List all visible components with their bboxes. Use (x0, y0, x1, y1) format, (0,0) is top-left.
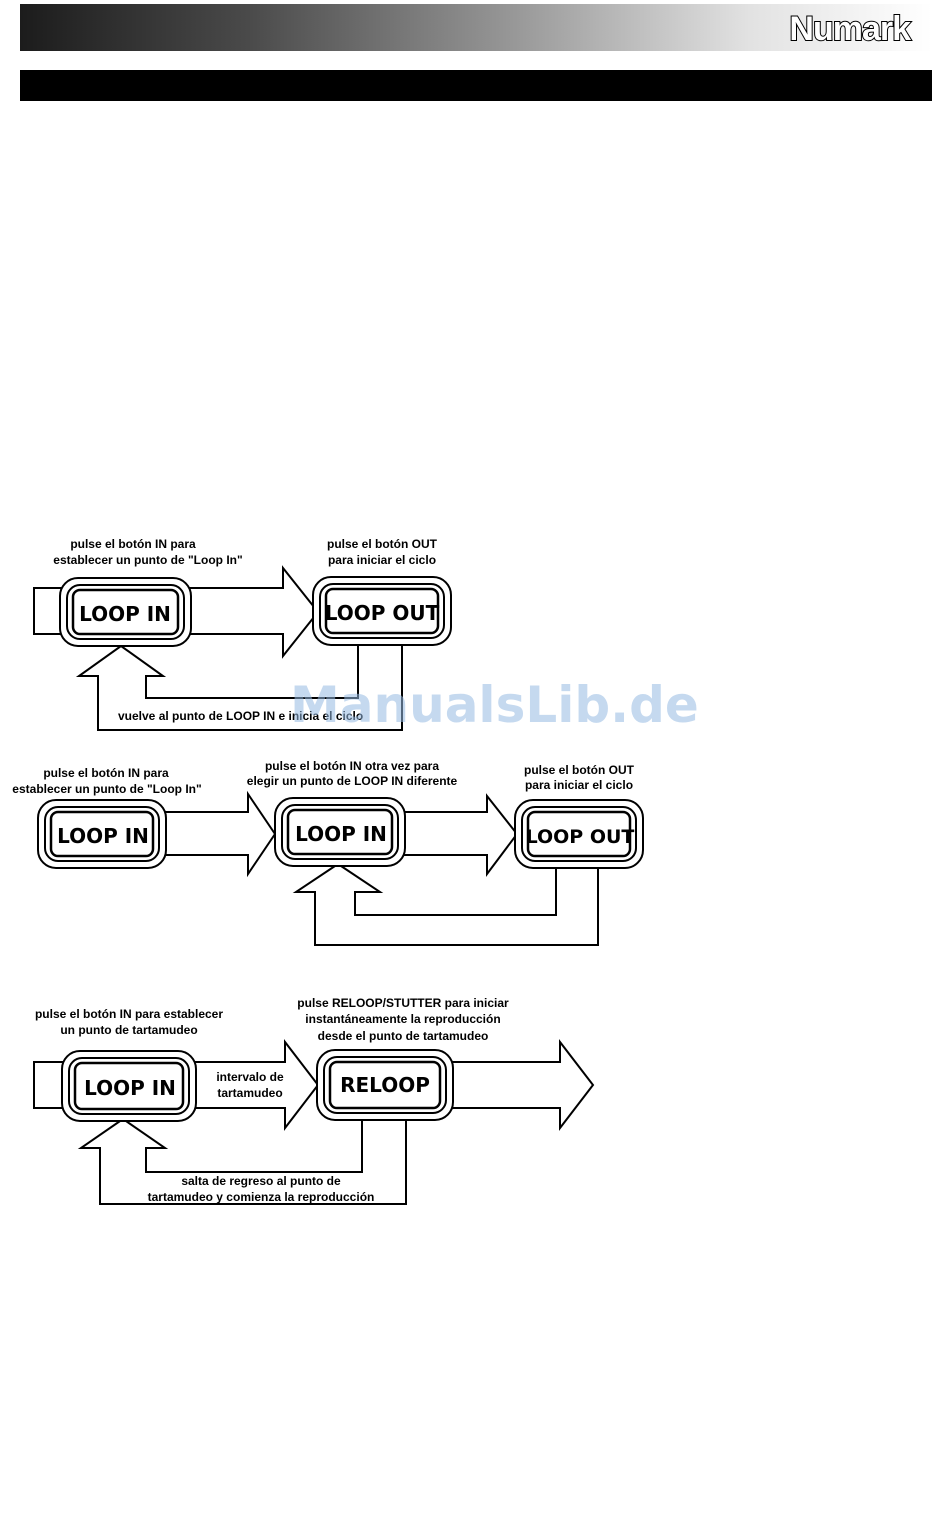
label-in-line2: un punto de tartamudeo (60, 1023, 197, 1037)
interval-line2: tartamudeo (217, 1086, 282, 1100)
header-bar: Numark (20, 4, 932, 51)
forward-arrow-2 (447, 1039, 595, 1131)
label-in-line1: pulse el botón IN para establecer (35, 1007, 223, 1021)
diagram-reloop-stutter: LOOP IN RELOOP pulse el botón IN para es… (33, 996, 595, 1205)
loop-in-button-1: LOOP IN (37, 799, 167, 869)
label-reloop-line2: instantáneamente la reproducción (305, 1012, 500, 1026)
watermark: ManualsLib.de (290, 676, 699, 734)
label-out-line2: para iniciar el ciclo (328, 553, 436, 567)
label-out-line1: pulse el botón OUT (524, 763, 635, 777)
loop-in-label: LOOP IN (57, 824, 149, 848)
reloop-label: RELOOP (340, 1073, 430, 1097)
loop-in-label: LOOP IN (84, 1076, 176, 1100)
loop-out-button: LOOP OUT (514, 799, 644, 869)
label-reloop-line1: pulse RELOOP/STUTTER para iniciar (297, 996, 509, 1010)
loop-out-label: LOOP OUT (325, 601, 440, 625)
return-loop-outline (292, 862, 599, 946)
loop-in-button: LOOP IN (61, 1050, 197, 1122)
return-label: vuelve al punto de LOOP IN e inicia el c… (118, 709, 363, 723)
reloop-button: RELOOP (316, 1049, 454, 1121)
label-in-line1: pulse el botón IN para (70, 537, 196, 551)
loop-out-label: LOOP OUT (526, 826, 635, 848)
label-in-line2: establecer un punto de "Loop In" (12, 782, 201, 796)
return-line1: salta de regreso al punto de (181, 1174, 341, 1188)
loop-out-button: LOOP OUT (312, 576, 452, 646)
return-line2: tartamudeo y comienza la reproducción (148, 1190, 375, 1204)
interval-line1: intervalo de (216, 1070, 284, 1084)
label-in-line1: pulse el botón IN para (43, 766, 169, 780)
label-mid-line2: elegir un punto de LOOP IN diferente (247, 774, 458, 788)
section-title-band (20, 70, 932, 101)
forward-arrow-2 (402, 793, 519, 877)
label-mid-line1: pulse el botón IN otra vez para (265, 759, 439, 773)
loop-in-button-2: LOOP IN (274, 797, 406, 867)
return-loop-outline (77, 1117, 407, 1205)
label-out-line1: pulse el botón OUT (327, 537, 438, 551)
label-reloop-line3: desde el punto de tartamudeo (318, 1029, 489, 1043)
return-loop-outline (75, 643, 403, 731)
loop-in-label: LOOP IN (295, 822, 387, 846)
numark-logo: Numark (788, 9, 912, 49)
diagram-loop-in-out: LOOP IN LOOP OUT pulse el botón IN para … (33, 537, 452, 731)
label-in-line2: establecer un punto de "Loop In" (53, 553, 242, 567)
label-out-line2: para iniciar el ciclo (525, 778, 633, 792)
loop-in-label: LOOP IN (79, 602, 171, 626)
loop-in-button: LOOP IN (59, 577, 192, 647)
diagram-change-loop-in: LOOP IN LOOP IN LOOP OUT pulse el botón … (12, 759, 644, 946)
forward-arrow-1 (162, 790, 277, 878)
